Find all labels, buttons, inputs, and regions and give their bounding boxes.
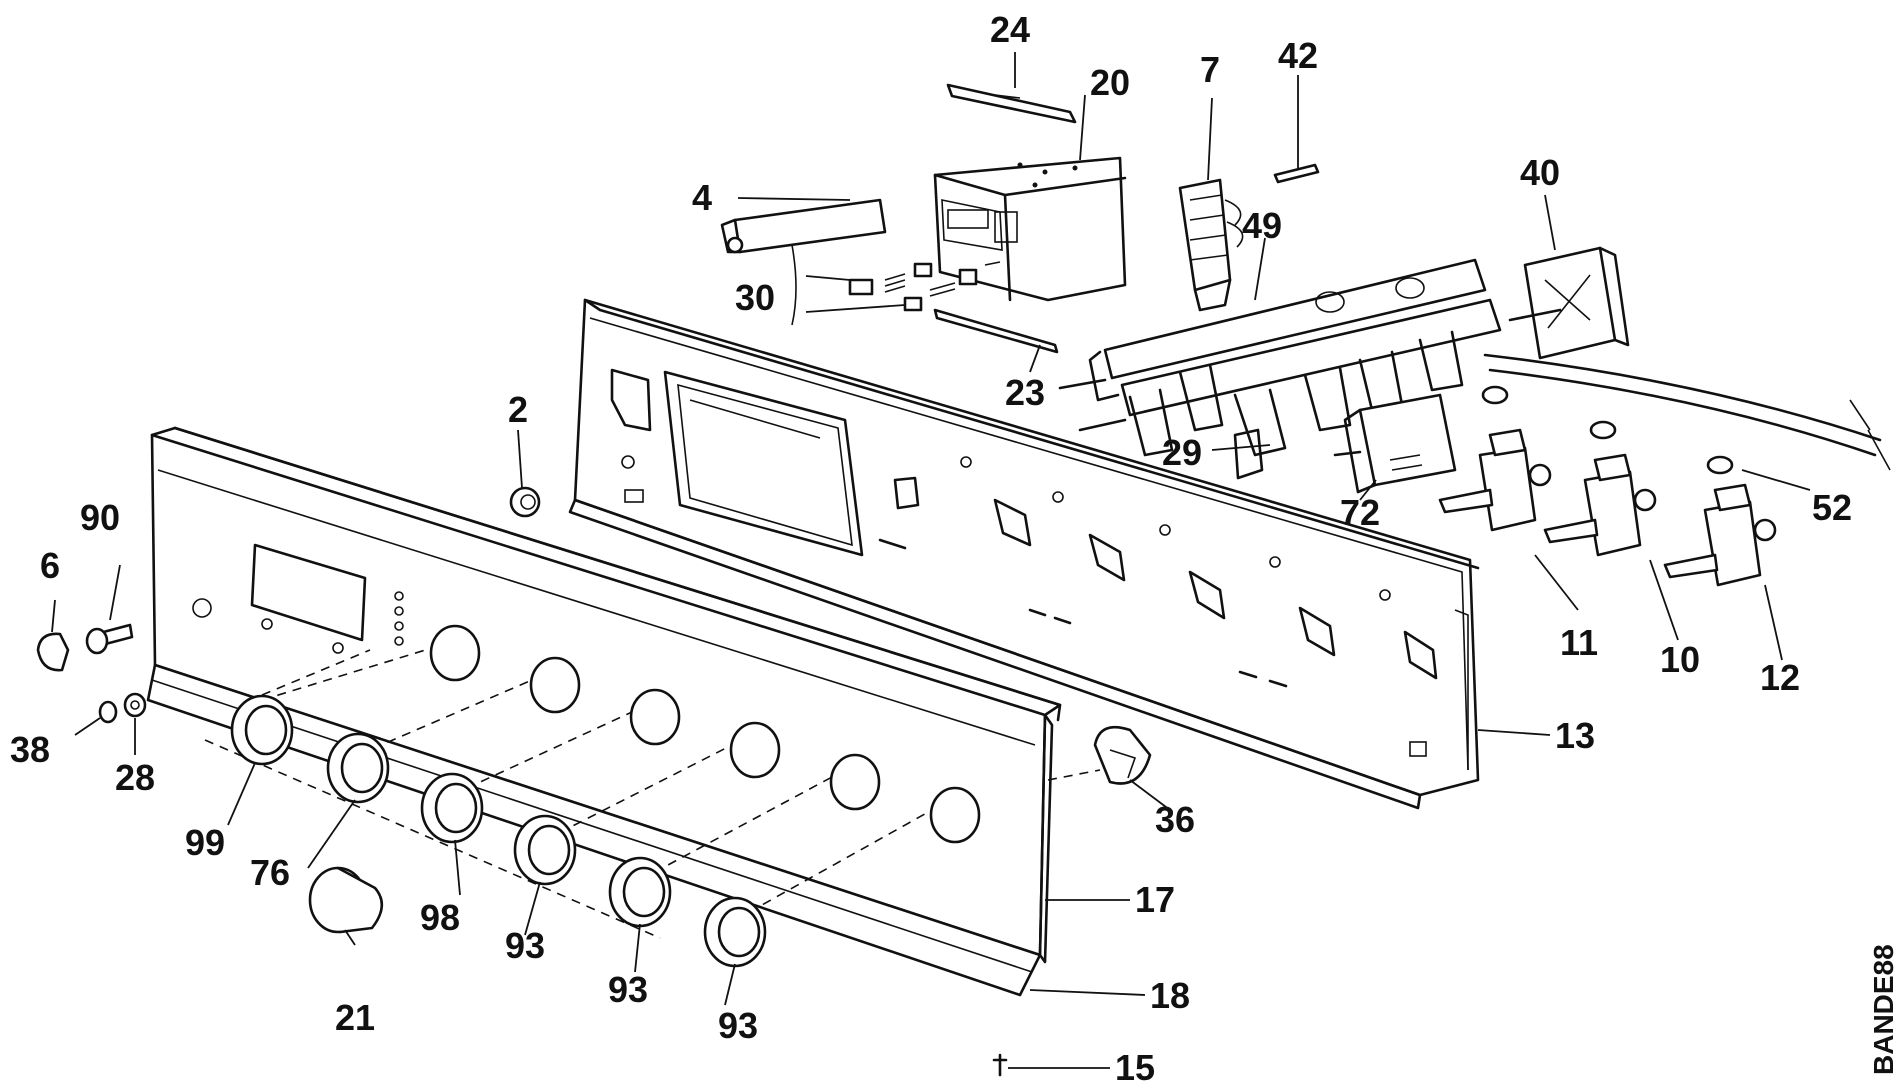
energy-regulator: [1508, 246, 1630, 360]
label-93-b: 93: [608, 969, 648, 1010]
part-labels: 24 20 7 42 4 40 49 30 23 2 29 72 52 90 6…: [10, 9, 1899, 1088]
label-28: 28: [115, 757, 155, 798]
switch-block: [1178, 163, 1320, 312]
label-36: 36: [1155, 799, 1195, 840]
label-72: 72: [1340, 492, 1380, 533]
label-17: 17: [1135, 879, 1175, 920]
small-parts: [36, 486, 1152, 1077]
label-11: 11: [1560, 622, 1598, 663]
label-99: 99: [185, 822, 225, 863]
knob-bezels: [230, 694, 767, 968]
bezel-93-c: [703, 896, 767, 968]
label-23: 23: [1005, 372, 1045, 413]
label-93-c: 93: [718, 1005, 758, 1046]
label-13: 13: [1555, 715, 1595, 756]
bezel-76: [326, 732, 390, 804]
drawing-code: BANDE88: [1868, 944, 1899, 1075]
label-12: 12: [1760, 657, 1800, 698]
label-6: 6: [40, 545, 60, 586]
leader-lines: [51, 52, 1811, 1069]
label-42: 42: [1278, 35, 1318, 76]
label-4: 4: [692, 177, 712, 218]
label-18: 18: [1150, 975, 1190, 1016]
label-29: 29: [1162, 432, 1202, 473]
label-40: 40: [1520, 152, 1560, 193]
rotary-switches: [1438, 353, 1891, 587]
switch-11: [1438, 428, 1552, 532]
bezel-93-a: [513, 814, 577, 886]
label-15: 15: [1115, 1047, 1155, 1088]
bezel-99: [230, 694, 294, 766]
label-10: 10: [1660, 639, 1700, 680]
label-90: 90: [80, 497, 120, 538]
label-52: 52: [1812, 487, 1852, 528]
assembly-guide-lines: [204, 647, 1101, 939]
label-20: 20: [1090, 62, 1130, 103]
label-24: 24: [990, 9, 1030, 50]
label-49: 49: [1242, 205, 1282, 246]
switch-bank: [1058, 258, 1502, 494]
timer-module: [720, 83, 1127, 354]
label-93-a: 93: [505, 925, 545, 966]
bezel-98: [420, 772, 484, 844]
label-7: 7: [1200, 49, 1220, 90]
label-38: 38: [10, 729, 50, 770]
switch-10: [1543, 453, 1657, 557]
label-76: 76: [250, 852, 290, 893]
label-2: 2: [508, 389, 528, 430]
switch-12: [1663, 483, 1777, 587]
label-98: 98: [420, 897, 460, 938]
label-30: 30: [735, 277, 775, 318]
label-21: 21: [335, 997, 375, 1038]
rear-control-panel: [568, 298, 1480, 810]
bezel-93-b: [608, 856, 672, 928]
